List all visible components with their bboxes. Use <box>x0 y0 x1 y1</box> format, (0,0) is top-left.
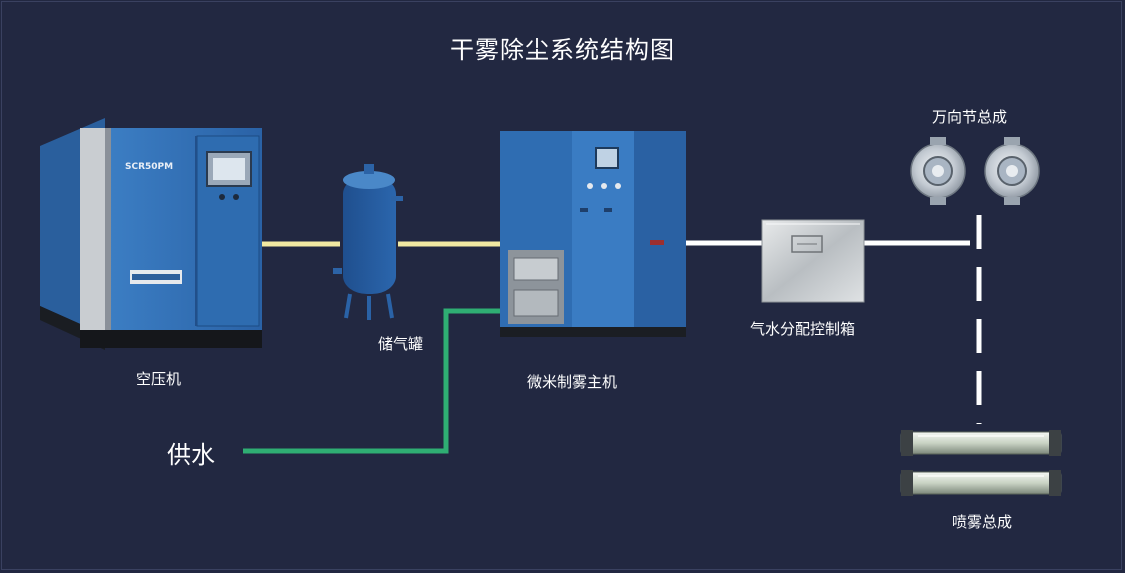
spray-label: 喷雾总成 <box>952 513 1013 531</box>
swivel-joint-left <box>910 137 966 205</box>
compressor-label: 空压机 <box>136 370 182 388</box>
distribution-line <box>683 215 982 424</box>
spray-bar-upper <box>900 430 1062 456</box>
diagram-title: 干雾除尘系统结构图 <box>450 36 675 64</box>
air-tank-vessel <box>333 164 403 320</box>
water-supply-label: 供水 <box>167 441 215 469</box>
swivel-joint-right <box>984 137 1040 205</box>
air-compressor-machine <box>40 118 262 350</box>
water-line <box>243 308 503 454</box>
control-box-label: 气水分配控制箱 <box>750 320 856 338</box>
control-box-cabinet <box>761 219 865 303</box>
tank-label: 储气罐 <box>378 335 424 353</box>
spray-bar-lower <box>900 470 1062 496</box>
fog-host-label: 微米制雾主机 <box>527 373 618 391</box>
swivel-label: 万向节总成 <box>932 108 1008 126</box>
fog-host-machine <box>500 131 686 337</box>
compressor-model-label: SCR50PM <box>125 162 173 172</box>
